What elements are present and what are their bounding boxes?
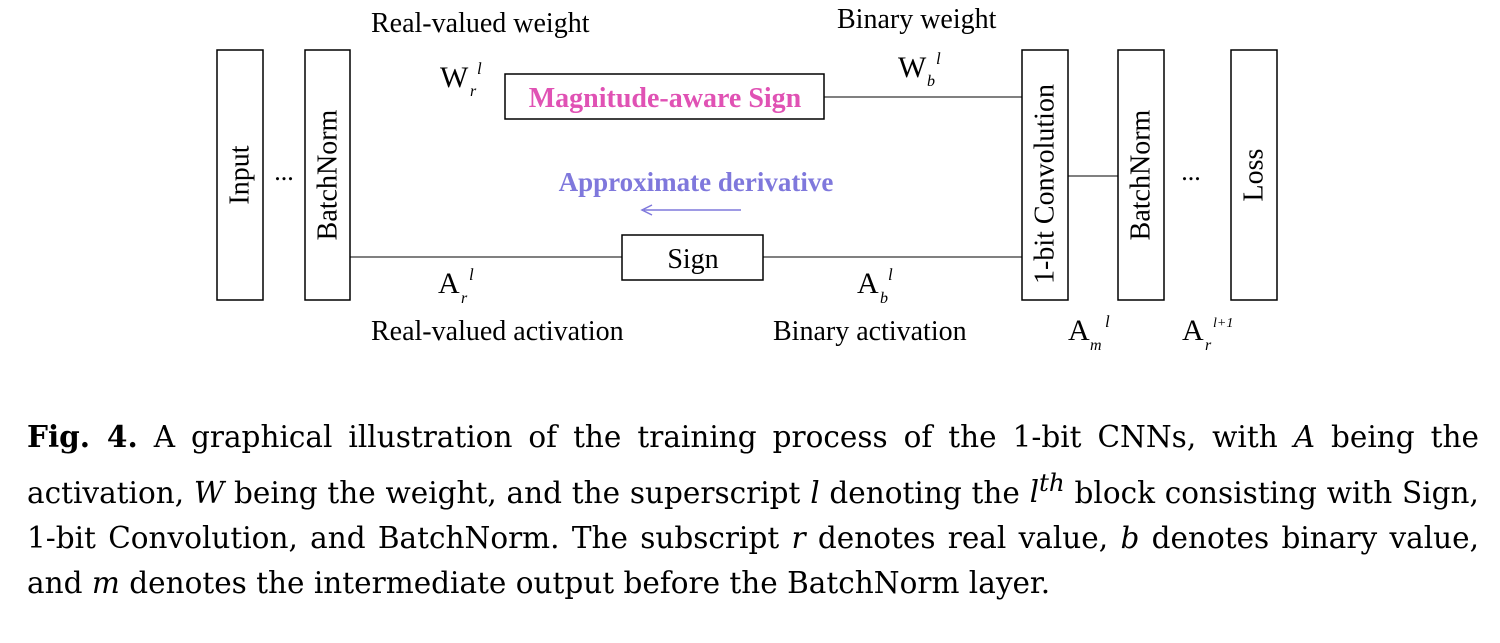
ellipsis-right: ... bbox=[1181, 157, 1201, 186]
caption-var-l: l bbox=[810, 475, 820, 510]
caption-text: denotes real value, bbox=[817, 520, 1109, 555]
caption-text: being the weight, and the superscript bbox=[233, 475, 801, 510]
loss-label: Loss bbox=[1239, 149, 1270, 202]
batchnorm-left-block bbox=[304, 49, 351, 301]
svg-text:W: W bbox=[898, 51, 927, 84]
magnitude-sign-box bbox=[504, 73, 825, 120]
svg-text:b: b bbox=[927, 73, 935, 90]
svg-text:A: A bbox=[438, 267, 460, 300]
caption-text: denotes binary value, and bbox=[27, 520, 1479, 601]
caption-var-a: A bbox=[1293, 420, 1316, 454]
conv-block bbox=[1021, 49, 1069, 301]
svg-text:l: l bbox=[1105, 312, 1110, 331]
caption-text: being the activation, bbox=[27, 420, 1479, 510]
caption-var-w: W bbox=[193, 475, 225, 510]
batchnorm-right-block bbox=[1117, 49, 1165, 301]
loss-block bbox=[1230, 49, 1278, 301]
caption-var-lth-sup: th bbox=[1039, 468, 1065, 498]
svg-text:m: m bbox=[1090, 337, 1102, 354]
batchnorm-right-label: BatchNorm bbox=[1126, 109, 1157, 240]
svg-text:A: A bbox=[1182, 314, 1204, 347]
svg-text:b: b bbox=[880, 290, 888, 307]
conv-label: 1-bit Convolution bbox=[1030, 84, 1061, 284]
ellipsis-left: ... bbox=[274, 157, 294, 186]
real-weight-label: Real-valued weight bbox=[371, 8, 590, 39]
svg-text:l: l bbox=[936, 49, 941, 68]
symbol-ab: A b l bbox=[857, 265, 893, 307]
svg-text:A: A bbox=[1068, 314, 1090, 347]
caption-var-lth-base: l bbox=[1029, 475, 1040, 510]
training-diagram: Input BatchNorm 1-bit Convolution BatchN… bbox=[216, 4, 1278, 354]
svg-text:r: r bbox=[461, 290, 468, 307]
svg-text:r: r bbox=[470, 83, 477, 100]
input-block bbox=[216, 49, 264, 301]
caption-var-r: r bbox=[791, 520, 806, 555]
input-label: Input bbox=[225, 145, 256, 204]
figure-caption: Fig. 4. A graphical illustration of the … bbox=[27, 414, 1479, 607]
svg-text:r: r bbox=[1205, 337, 1212, 354]
caption-var-b: b bbox=[1120, 520, 1140, 555]
symbol-ar: A r l bbox=[438, 265, 474, 307]
magnitude-sign-text: Magnitude-aware Sign bbox=[529, 83, 802, 114]
svg-text:l: l bbox=[477, 59, 482, 78]
svg-text:l: l bbox=[888, 265, 893, 284]
approx-derivative-text: Approximate derivative bbox=[559, 167, 834, 197]
binary-weight-label: Binary weight bbox=[837, 4, 997, 35]
caption-figure-label: Fig. 4. bbox=[27, 419, 138, 454]
real-activation-label: Real-valued activation bbox=[371, 316, 624, 347]
caption-text: denoting the bbox=[829, 475, 1020, 510]
approx-derivative-arrowhead bbox=[640, 204, 653, 216]
svg-text:l: l bbox=[469, 265, 474, 284]
batchnorm-left-label: BatchNorm bbox=[313, 109, 344, 240]
binary-activation-label: Binary activation bbox=[773, 316, 967, 347]
caption-text: denotes the intermediate output before t… bbox=[129, 566, 1051, 601]
caption-text: block consisting with Sign, 1-bit Convol… bbox=[27, 475, 1479, 555]
svg-text:A: A bbox=[857, 267, 879, 300]
symbol-wb: W b l bbox=[898, 49, 941, 90]
symbol-wr: W r l bbox=[440, 59, 482, 100]
symbol-am: A m l bbox=[1068, 312, 1110, 354]
caption-var-lth: lth bbox=[1029, 469, 1065, 510]
sign-box bbox=[621, 234, 764, 281]
caption-var-m: m bbox=[91, 566, 120, 601]
symbol-ar-next: A r l+1 bbox=[1182, 314, 1233, 354]
svg-text:W: W bbox=[440, 61, 469, 94]
caption-text: A graphical illustration of the training… bbox=[153, 420, 1278, 454]
svg-text:l+1: l+1 bbox=[1213, 316, 1233, 331]
sign-text: Sign bbox=[667, 244, 718, 275]
